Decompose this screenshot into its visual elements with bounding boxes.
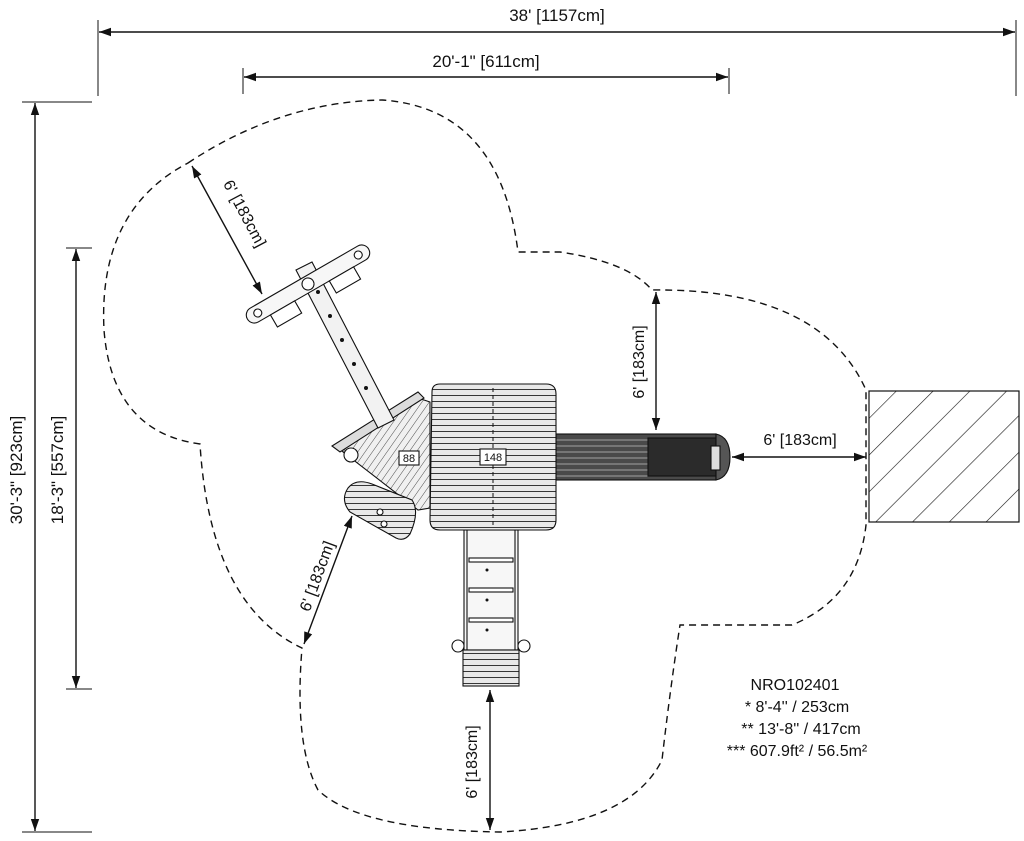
model-number: NRO102401 (751, 677, 840, 694)
note-line-3: *** 607.9ft² / 56.5m² (727, 743, 868, 760)
overall-width-label: 38' [1157cm] (509, 6, 605, 25)
clearance-swing: 6' [183cm] (191, 165, 269, 295)
dimension-structure-width: 20'-1" [611cm] (242, 52, 730, 94)
note-line-2: ** 13'-8'' / 417cm (741, 721, 860, 738)
overall-depth-label: 30'-3" [923cm] (7, 416, 26, 525)
clearance-slide-top: 6' [183cm] (631, 292, 661, 430)
clearance-slide-end-label: 6' [183cm] (763, 432, 836, 449)
clearance-climber-label: 6' [183cm] (297, 539, 338, 614)
main-deck-height-label: 148 (484, 452, 502, 464)
note-line-1: * 8'-4'' / 253cm (745, 699, 849, 716)
safety-zone-outline (102, 99, 867, 833)
dimension-structure-depth: 18'-3" [557cm] (48, 247, 92, 690)
clearance-bottom-label: 6' [183cm] (464, 725, 481, 798)
dimension-overall-depth: 30'-3" [923cm] (7, 101, 92, 833)
clearance-bottom: 6' [183cm] (464, 690, 495, 830)
rock-climber (343, 481, 417, 540)
clearance-swing-label: 6' [183cm] (219, 178, 268, 251)
ladder (451, 529, 531, 687)
main-deck: 148 88 (398, 383, 557, 531)
structure-width-label: 20'-1" [611cm] (432, 52, 539, 71)
clearance-slide-top-label: 6' [183cm] (631, 325, 648, 398)
spec-notes: NRO102401 * 8'-4'' / 253cm ** 13'-8'' / … (727, 677, 868, 760)
clearance-slide-end: 6' [183cm] (732, 432, 866, 462)
small-deck-height-label: 88 (403, 453, 415, 465)
swing-beam (245, 244, 395, 429)
tube-slide (555, 433, 731, 481)
dimension-overall-width: 38' [1157cm] (97, 6, 1017, 96)
clearance-climber: 6' [183cm] (297, 515, 353, 645)
structure-depth-label: 18'-3" [557cm] (48, 416, 67, 525)
slide-exit-hatched-area (868, 390, 1020, 523)
